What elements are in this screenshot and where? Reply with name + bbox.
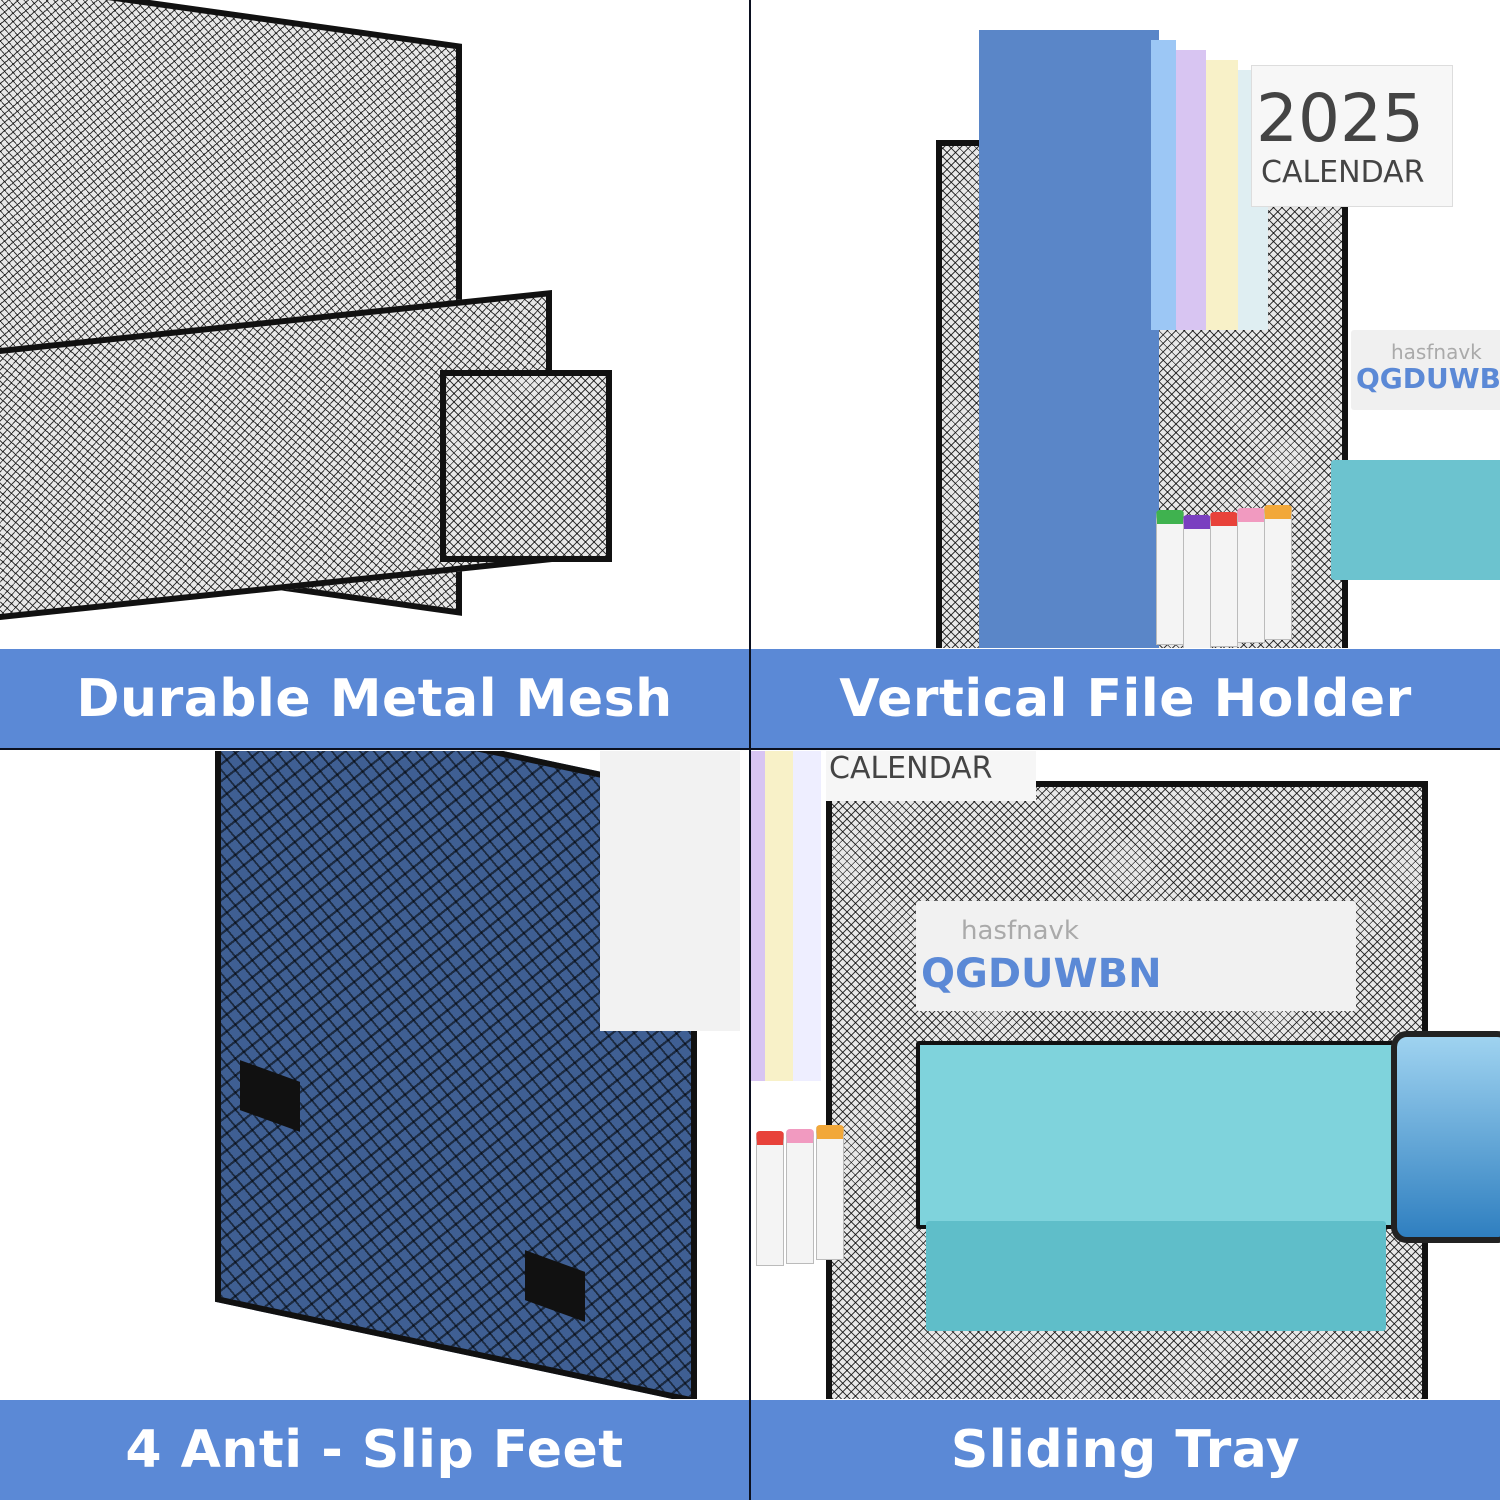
caption-text: Sliding Tray [950,1420,1301,1480]
phone-icon [1391,1031,1500,1243]
caption-banner: Durable Metal Mesh [0,649,749,749]
caption-text: Durable Metal Mesh [76,669,673,729]
book-brand: hasfnavk [961,916,1079,946]
horizontal-divider [0,748,1500,750]
caption-text: 4 Anti - Slip Feet [125,1420,624,1480]
calendar-year: 2025 [1256,80,1424,157]
calendar-label: CALENDAR [1261,155,1425,190]
vertical-divider [749,0,751,1500]
mesh-organizer-photo [0,0,749,648]
calendar-label: CALENDAR [829,751,993,786]
panel-sliding-tray: CALENDAR hasfnavk QGDUWBN Sliding Tray [751,751,1500,1500]
panel-anti-slip-feet: 4 Anti - Slip Feet [0,751,749,1500]
panel-durable-metal-mesh: Durable Metal Mesh [0,0,749,749]
anti-slip-feet-photo [0,751,749,1399]
caption-text: Vertical File Holder [839,669,1412,729]
sliding-tray-photo: CALENDAR hasfnavk QGDUWBN [751,751,1500,1399]
panel-vertical-file-holder: 2025 CALENDAR hasfnavk QGDUWBN Vertical … [751,0,1500,749]
caption-banner: 4 Anti - Slip Feet [0,1400,749,1500]
sliding-tray [916,1041,1454,1229]
caption-banner: Sliding Tray [751,1400,1500,1500]
file-holder-photo: 2025 CALENDAR hasfnavk QGDUWBN [751,0,1500,648]
caption-banner: Vertical File Holder [751,649,1500,749]
book-title: QGDUWBN [1356,362,1500,395]
book-brand: hasfnavk [1391,340,1482,364]
book-title: QGDUWBN [921,951,1162,997]
